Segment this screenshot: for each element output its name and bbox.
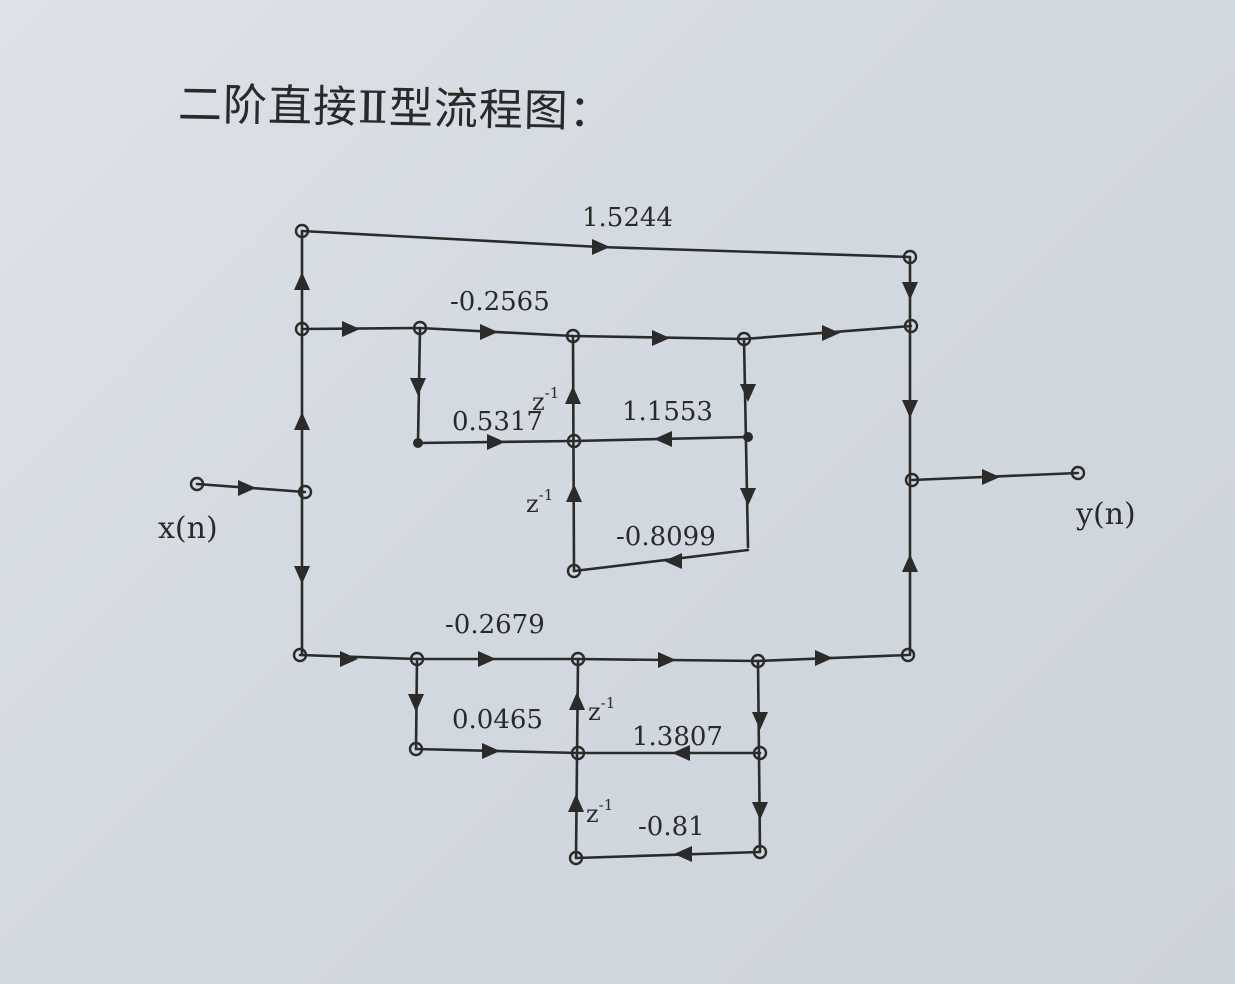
arrow-upper-bleft: [410, 378, 426, 396]
node-right-upper: [903, 318, 919, 334]
arrow-upper-bright-1: [740, 384, 756, 402]
label-output: y(n): [1075, 497, 1136, 532]
label-upper-b0: -0.2565: [450, 287, 550, 317]
node-upper-rung-left: [413, 438, 423, 448]
node-lower-a: [409, 651, 425, 667]
labels: 1.5244 -0.2565 0.5317 1.1553 -0.8099 -0.…: [158, 203, 1136, 842]
node-right-mid: [904, 472, 920, 488]
arrow-left-down: [294, 566, 310, 584]
arrow-upper-2: [480, 324, 498, 340]
label-upper-a2: -0.8099: [616, 522, 716, 552]
arrow-top: [592, 239, 610, 255]
arrow-upper-1: [342, 321, 360, 337]
arrow-upper-rung1-a: [654, 431, 672, 447]
node-lower-rung-right: [752, 745, 768, 761]
label-delay-upper-1: z-1: [532, 384, 559, 416]
arrow-lower-rung2: [674, 846, 692, 862]
node-left-upper: [294, 321, 310, 337]
node-upper-c: [736, 331, 752, 347]
wire-lower-rung-2: [574, 850, 762, 860]
label-lower-b0: -0.2679: [445, 610, 545, 640]
arrow-upper-bright-2: [740, 488, 756, 506]
node-upper-rung-right: [743, 432, 753, 442]
label-lower-a2: -0.81: [638, 812, 705, 842]
node-left-lower: [292, 647, 308, 663]
arrow-input: [238, 480, 256, 496]
arrow-lower-4: [815, 650, 833, 666]
arrow-lower-bright-2: [752, 802, 768, 820]
arrow-lower-3: [658, 652, 676, 668]
wire-upper-center: [571, 334, 576, 573]
arrow-lower-z2: [568, 794, 584, 812]
label-upper-a1: 1.1553: [622, 397, 713, 427]
label-delay-lower-2: z-1: [586, 796, 613, 828]
node-lower-rung-left: [408, 741, 424, 757]
label-input: x(n): [158, 511, 218, 546]
wire-upper-rung-1: [416, 435, 750, 445]
arrow-output: [982, 469, 1000, 485]
arrow-lower-bleft: [408, 694, 424, 712]
arrow-upper-rung2: [664, 553, 682, 569]
wire-lower-rung-1: [414, 747, 762, 755]
nodes: [189, 223, 1086, 866]
arrow-lower-1: [340, 651, 358, 667]
node-lower-rung-center: [570, 745, 586, 761]
node-upper-bottom: [566, 563, 582, 579]
arrow-left-up-2: [294, 412, 310, 430]
arrow-upper-rung1-b: [487, 434, 505, 450]
arrow-left-up-1: [294, 272, 310, 290]
wire-upper-b-right: [742, 337, 750, 549]
node-right-lower: [900, 647, 916, 663]
label-upper-b1: 0.5317: [452, 407, 543, 437]
arrow-lower-z1: [569, 692, 585, 710]
arrows: [238, 239, 1000, 862]
node-lower-b: [570, 651, 586, 667]
node-left-mid: [297, 484, 313, 500]
arrow-right-up: [902, 554, 918, 572]
arrow-lower-2: [478, 651, 496, 667]
label-lower-b1: 0.0465: [452, 705, 543, 735]
arrow-upper-3: [652, 330, 670, 346]
wire-upper-main: [300, 324, 913, 341]
arrow-upper-z1: [565, 386, 581, 404]
node-lower-c: [750, 653, 766, 669]
label-top-gain: 1.5244: [582, 203, 673, 233]
arrow-upper-4: [822, 325, 840, 341]
node-left-top: [294, 223, 310, 239]
label-delay-upper-2: z-1: [526, 486, 553, 518]
label-delay-lower-1: z-1: [588, 694, 615, 726]
node-lower-bottom-left: [568, 850, 584, 866]
arrow-lower-bright-1: [752, 712, 768, 730]
arrow-lower-rung1-a: [672, 745, 690, 761]
label-lower-a1: 1.3807: [632, 722, 723, 752]
node-upper-rung-center: [566, 433, 582, 449]
arrow-lower-rung1-b: [482, 743, 500, 759]
wire-top-branch: [300, 229, 912, 259]
node-upper-a: [412, 320, 428, 336]
node-upper-b: [565, 328, 581, 344]
wire-lower-b-right: [756, 659, 762, 854]
node-lower-bottom-right: [752, 844, 768, 860]
node-output: [1070, 465, 1086, 481]
node-input: [189, 476, 205, 492]
node-right-top: [902, 249, 918, 265]
arrow-right-down-2: [902, 400, 918, 418]
arrow-right-down-1: [902, 282, 918, 300]
arrow-upper-z2: [566, 484, 582, 502]
wire-upper-rung-2: [572, 548, 750, 573]
